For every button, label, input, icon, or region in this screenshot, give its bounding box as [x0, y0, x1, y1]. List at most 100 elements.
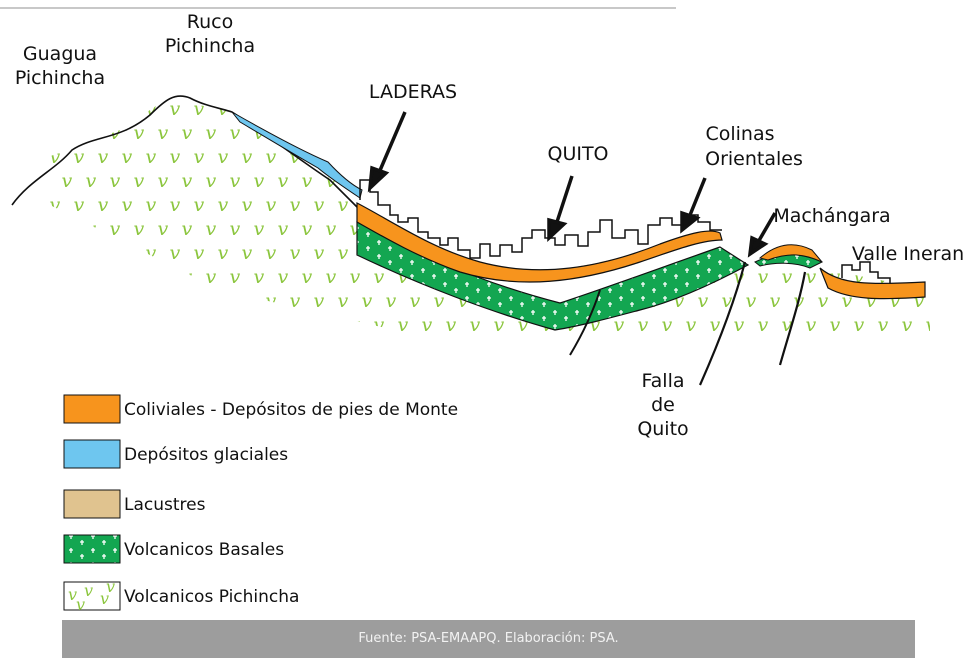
- v-glyph: v: [614, 218, 625, 240]
- v-glyph: v: [206, 218, 217, 240]
- v-glyph: v: [614, 122, 625, 144]
- v-glyph: v: [86, 266, 97, 288]
- v-glyph: v: [494, 122, 505, 144]
- v-glyph: v: [374, 122, 385, 144]
- mountain-profile: [11, 95, 361, 211]
- v-glyph: v: [446, 314, 457, 336]
- v-glyph: v: [794, 98, 805, 120]
- v-glyph: v: [230, 170, 241, 192]
- v-glyph: v: [890, 146, 901, 168]
- v-glyph: v: [230, 314, 241, 336]
- volcanicos-basales-layer: [356, 220, 750, 331]
- v-glyph: v: [338, 290, 349, 312]
- legend-v-glyph: v: [76, 595, 85, 614]
- v-glyph: v: [866, 146, 877, 168]
- v-glyph: v: [266, 290, 277, 312]
- v-glyph: v: [650, 194, 661, 216]
- legend-swatch-basales: [63, 534, 121, 564]
- v-glyph: v: [734, 266, 745, 288]
- v-glyph: v: [566, 122, 577, 144]
- v-glyph: v: [182, 266, 193, 288]
- v-glyph: v: [422, 122, 433, 144]
- v-glyph: v: [158, 266, 169, 288]
- v-glyph: v: [746, 194, 757, 216]
- v-glyph: v: [134, 314, 145, 336]
- quito-arrowhead: [547, 217, 568, 243]
- v-glyph: v: [890, 290, 901, 312]
- v-glyph: v: [50, 146, 61, 168]
- v-glyph: v: [482, 194, 493, 216]
- v-glyph: v: [110, 122, 121, 144]
- v-glyph: v: [194, 194, 205, 216]
- v-glyph: v: [158, 218, 169, 240]
- legend-v-glyph: v: [106, 577, 115, 596]
- v-glyph: v: [746, 98, 757, 120]
- v-glyph: v: [926, 218, 937, 240]
- v-glyph: v: [494, 314, 505, 336]
- v-glyph: v: [50, 290, 61, 312]
- v-glyph: v: [482, 146, 493, 168]
- v-glyph: v: [302, 170, 313, 192]
- v-glyph: v: [302, 314, 313, 336]
- label-quito: QUITO: [547, 143, 608, 165]
- v-glyph: v: [170, 290, 181, 312]
- v-glyph: v: [146, 194, 157, 216]
- legend: Coliviales - Depósitos de pies de Monte …: [63, 394, 458, 614]
- v-glyph: v: [422, 218, 433, 240]
- v-glyph: v: [206, 266, 217, 288]
- v-glyph: v: [386, 290, 397, 312]
- v-glyph: v: [578, 98, 589, 120]
- v-glyph: v: [806, 314, 817, 336]
- v-glyph: v: [734, 218, 745, 240]
- v-glyph: v: [878, 314, 889, 336]
- v-glyph: v: [506, 98, 517, 120]
- v-glyph: v: [218, 194, 229, 216]
- v-glyph: v: [578, 194, 589, 216]
- v-glyph: v: [146, 290, 157, 312]
- legend-label-pichincha: Volcanicos Pichincha: [124, 587, 299, 607]
- v-glyph: v: [602, 98, 613, 120]
- v-glyph: v: [530, 194, 541, 216]
- v-glyph: v: [650, 146, 661, 168]
- v-glyph: v: [782, 266, 793, 288]
- v-glyph: v: [74, 98, 85, 120]
- label-machangara: Machángara: [773, 205, 890, 227]
- v-glyph: v: [410, 146, 421, 168]
- v-glyph: v: [602, 194, 613, 216]
- v-glyph: v: [446, 170, 457, 192]
- v-glyph: v: [398, 314, 409, 336]
- glacial-deposit: [231, 111, 363, 199]
- legend-swatch-pichincha: [63, 581, 121, 611]
- v-glyph: v: [782, 170, 793, 192]
- coluvial-layer: [356, 202, 723, 283]
- v-glyph: v: [278, 314, 289, 336]
- v-glyph: v: [194, 242, 205, 264]
- v-glyph: v: [218, 146, 229, 168]
- v-glyph: v: [590, 314, 601, 336]
- v-glyph: v: [338, 194, 349, 216]
- fault-line-east: [778, 271, 807, 366]
- v-glyph: v: [134, 170, 145, 192]
- v-glyph: v: [50, 242, 61, 264]
- v-glyph: v: [830, 170, 841, 192]
- v-glyph: v: [902, 170, 913, 192]
- v-glyph: v: [674, 290, 685, 312]
- v-glyph: v: [806, 170, 817, 192]
- v-glyph: v: [842, 290, 853, 312]
- v-glyph: v: [182, 218, 193, 240]
- v-glyph: v: [734, 170, 745, 192]
- v-glyph: v: [98, 194, 109, 216]
- v-glyph: v: [326, 266, 337, 288]
- v-glyph: v: [854, 266, 865, 288]
- v-glyph: v: [470, 170, 481, 192]
- v-glyph: v: [518, 170, 529, 192]
- v-glyph: v: [434, 290, 445, 312]
- v-glyph: v: [266, 242, 277, 264]
- v-glyph: v: [122, 194, 133, 216]
- label-colinas-2: Orientales: [705, 148, 803, 170]
- v-glyph: v: [782, 314, 793, 336]
- v-glyph: v: [926, 122, 937, 144]
- v-glyph: v: [530, 98, 541, 120]
- v-glyph: v: [110, 170, 121, 192]
